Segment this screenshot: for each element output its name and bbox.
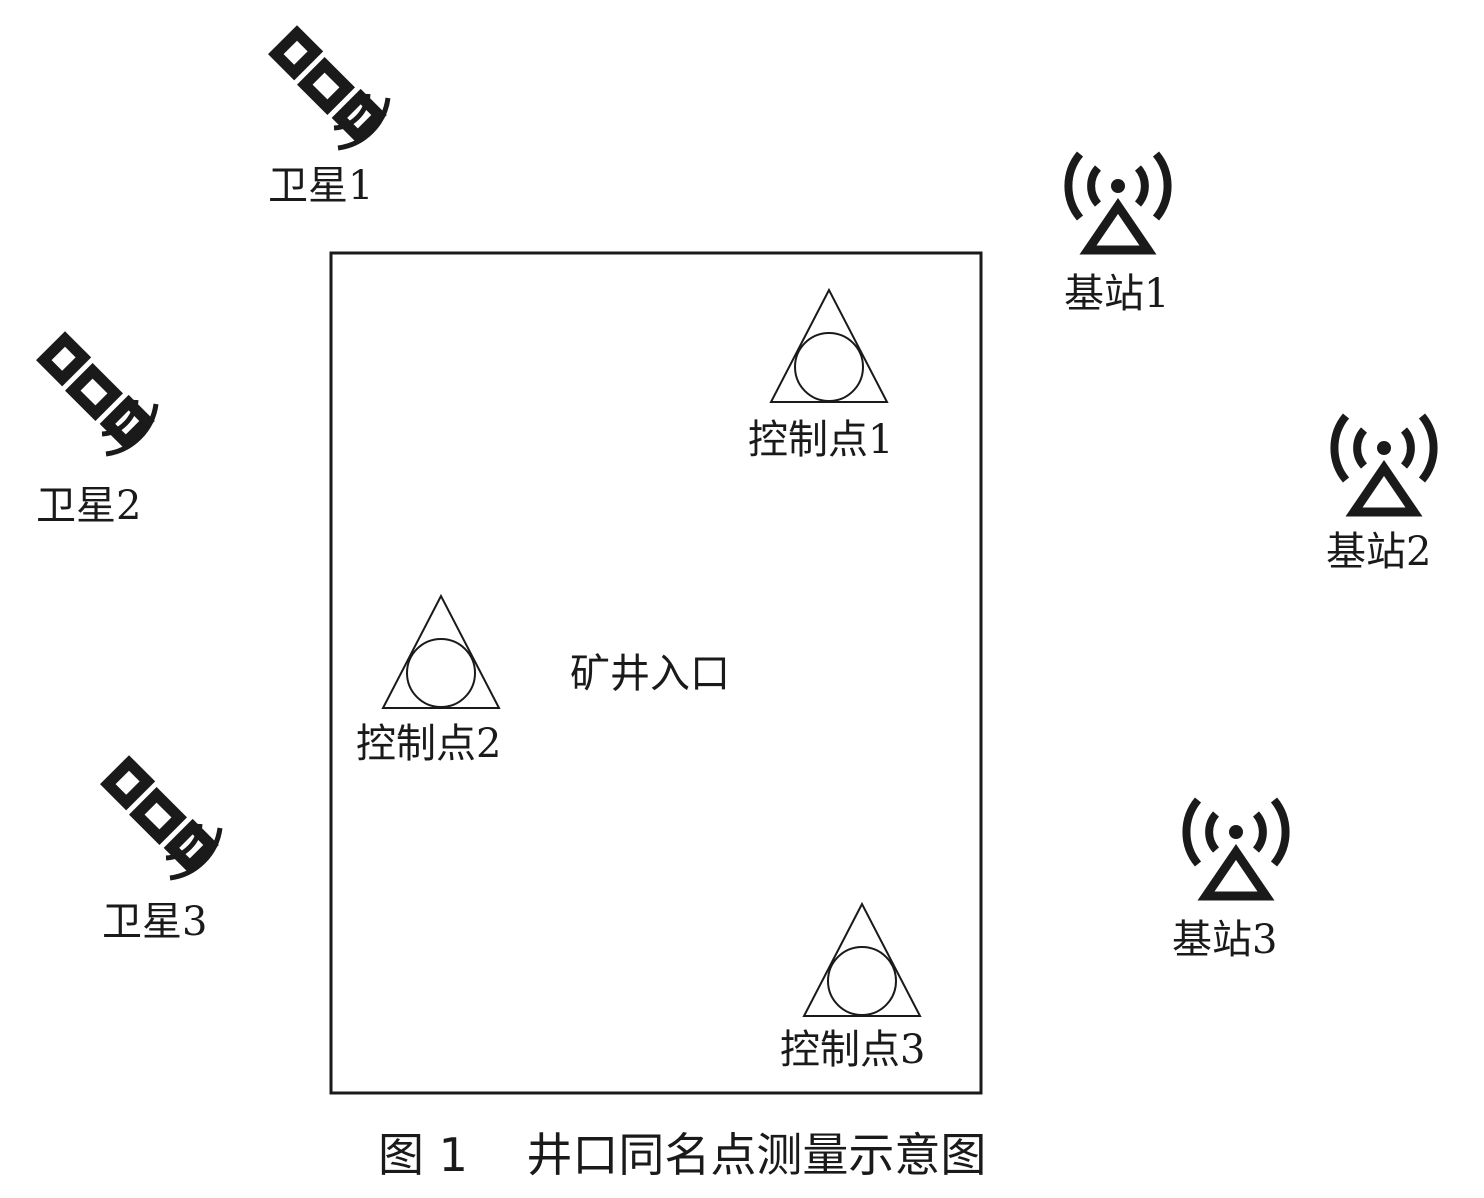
antenna-tower-icon bbox=[1068, 154, 1167, 250]
figure-caption: 图 1 井口同名点测量示意图 bbox=[378, 1128, 987, 1182]
satellite-2-label: 卫星2 bbox=[36, 483, 142, 529]
satellite-icon bbox=[44, 339, 156, 454]
base-station-3-label: 基站3 bbox=[1172, 917, 1278, 963]
satellite-3-label: 卫星3 bbox=[102, 899, 208, 945]
antenna-tower-icon bbox=[1186, 800, 1285, 896]
triangle-circle-marker-icon bbox=[382, 595, 500, 709]
triangle-circle-marker-icon bbox=[770, 289, 888, 403]
satellite-1-label: 卫星1 bbox=[268, 163, 374, 209]
satellite-icon bbox=[108, 763, 220, 878]
base-station-2-label: 基站2 bbox=[1326, 529, 1432, 575]
control-point-3-label: 控制点3 bbox=[780, 1027, 926, 1073]
mine-entrance-label: 矿井入口 bbox=[570, 651, 730, 697]
base-station-1-label: 基站1 bbox=[1064, 271, 1170, 317]
satellite-icon bbox=[276, 33, 388, 148]
mine-entrance-boundary bbox=[329, 251, 983, 1095]
control-point-2-label: 控制点2 bbox=[356, 721, 502, 767]
antenna-tower-icon bbox=[1334, 416, 1433, 512]
control-point-1-label: 控制点1 bbox=[748, 417, 894, 463]
triangle-circle-marker-icon bbox=[803, 903, 921, 1017]
